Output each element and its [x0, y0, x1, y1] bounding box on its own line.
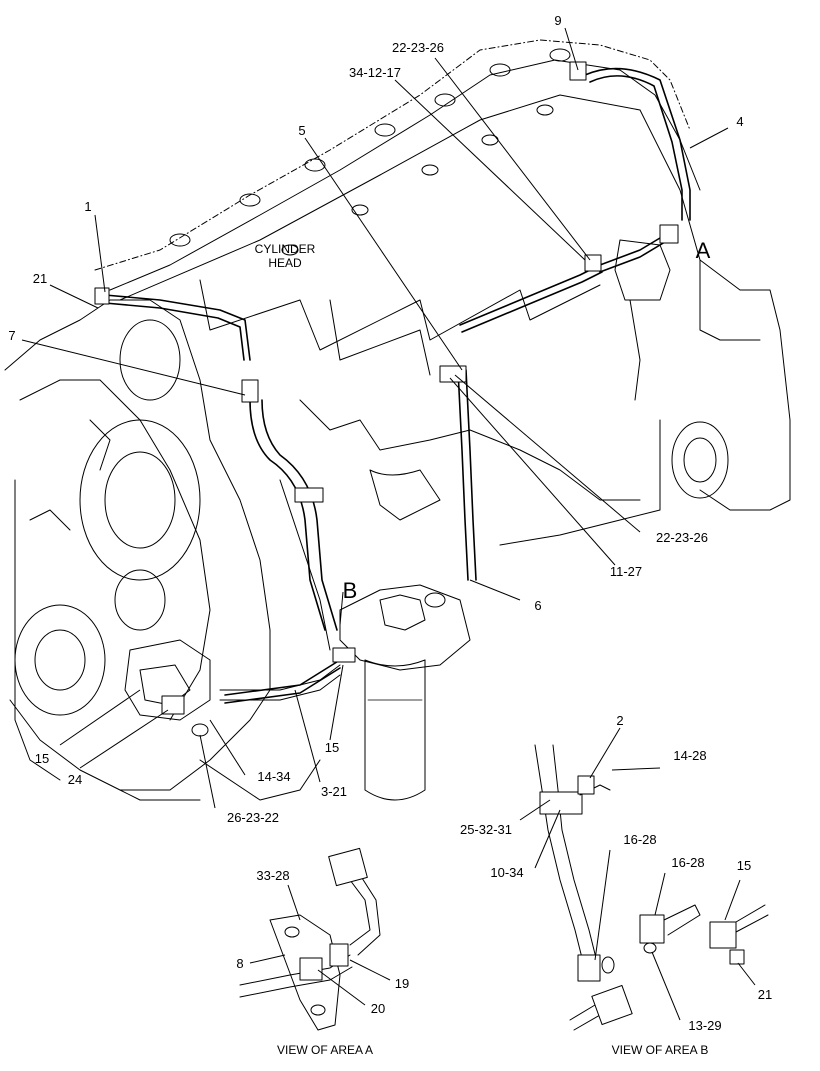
callout-15-mid: 15	[325, 740, 339, 755]
callout-13-29: 13-29	[688, 1018, 721, 1033]
tube-assemblies	[104, 67, 691, 704]
area-marker-a: A	[696, 238, 711, 263]
leader-lines	[21, 27, 756, 1021]
callout-11-27: 11-27	[610, 564, 642, 579]
callout-34-12-17: 34-12-17	[349, 65, 401, 80]
callout-14-28: 14-28	[673, 748, 706, 763]
callout-25-32-31: 25-32-31	[460, 822, 512, 837]
fittings	[94, 61, 679, 715]
callout-3-21: 3-21	[321, 784, 347, 799]
callout-4: 4	[736, 114, 743, 129]
callout-2: 2	[616, 713, 623, 728]
callout-21-lower: 21	[758, 987, 772, 1002]
callout-21-upper: 21	[33, 271, 47, 286]
callout-19: 19	[395, 976, 409, 991]
area-marker-b: B	[343, 578, 358, 603]
callout-20: 20	[371, 1001, 385, 1016]
engine-block-drawing	[4, 39, 791, 801]
callout-26-23-22: 26-23-22	[227, 810, 279, 825]
callout-22-23-26-top: 22-23-26	[392, 40, 444, 55]
callout-1: 1	[84, 199, 91, 214]
view-area-a-drawing	[239, 847, 381, 1031]
callout-5: 5	[298, 123, 305, 138]
callout-8: 8	[236, 956, 243, 971]
callout-14-34: 14-34	[257, 769, 290, 784]
callout-16-28-left: 16-28	[623, 832, 656, 847]
cylinder-label-line2: HEAD	[268, 256, 302, 270]
callout-labels: 9 22-23-26 34-12-17 4 5 1 21 7 22-23-26 …	[8, 13, 772, 1033]
callout-16-28-right: 16-28	[671, 855, 704, 870]
view-captions: VIEW OF AREA A VIEW OF AREA B	[277, 1043, 708, 1057]
caption-view-area-b: VIEW OF AREA B	[612, 1043, 709, 1057]
cylinder-label-line1: CYLINDER	[255, 242, 316, 256]
view-area-b-drawing	[534, 744, 769, 1031]
callout-15-right: 15	[737, 858, 751, 873]
caption-view-area-a: VIEW OF AREA A	[277, 1043, 373, 1057]
engine-label: CYLINDER HEAD	[255, 242, 316, 270]
callout-10-34: 10-34	[490, 865, 523, 880]
callout-6: 6	[534, 598, 541, 613]
callout-15-left: 15	[35, 751, 49, 766]
callout-7: 7	[8, 328, 15, 343]
callout-9: 9	[554, 13, 561, 28]
callout-33-28: 33-28	[256, 868, 289, 883]
callout-24: 24	[68, 772, 82, 787]
callout-22-23-26-mid: 22-23-26	[656, 530, 708, 545]
